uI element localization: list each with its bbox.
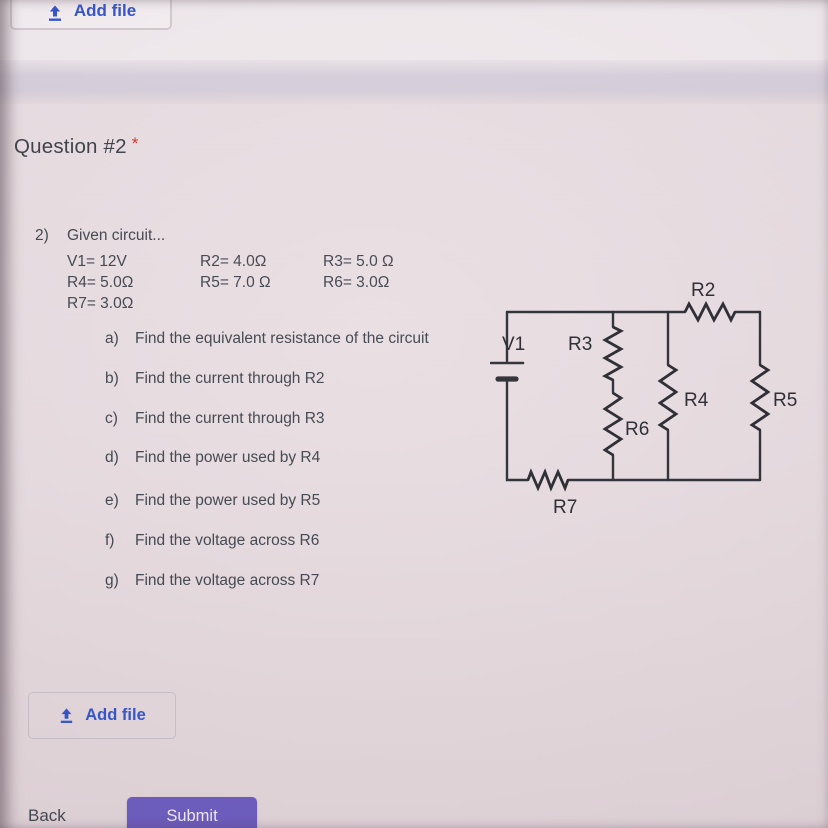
resistor-r5	[749, 363, 771, 432]
label-r6: R6	[625, 419, 649, 440]
question-part: d) Find the power used by R4	[105, 449, 320, 467]
resistor-r7	[526, 468, 570, 492]
resistor-r4	[657, 363, 679, 432]
add-file-label: Add file	[85, 706, 146, 724]
add-file-button-top[interactable]: Add file	[10, 0, 172, 30]
question-title: Question #2*	[14, 134, 139, 159]
value-cell: R6= 3.0Ω	[323, 274, 390, 291]
part-text: Find the current through R3	[135, 410, 325, 427]
label-r3: R3	[568, 334, 592, 355]
part-letter: a)	[105, 330, 119, 347]
question-part: e) Find the power used by R5	[105, 492, 320, 510]
part-text: Find the voltage across R7	[135, 572, 320, 589]
part-text: Find the equivalent resistance of the ci…	[135, 330, 429, 347]
question-intro: Given circuit...	[67, 227, 166, 244]
value-cell: R7= 3.0Ω	[67, 295, 134, 312]
question-part: b) Find the current through R2	[105, 370, 325, 388]
add-file-button[interactable]: Add file	[28, 692, 176, 739]
part-text: Find the current through R2	[135, 370, 325, 387]
question-number: 2)	[35, 227, 49, 244]
question-part: f) Find the voltage across R6	[105, 532, 319, 550]
circuit-diagram: V1 R3 R2 R4 R5 R6 R7	[490, 280, 797, 518]
part-letter: d)	[105, 449, 119, 466]
resistor-r6	[602, 391, 624, 457]
part-text: Find the power used by R4	[135, 449, 321, 466]
label-v1: V1	[502, 334, 525, 355]
circuit-resistors	[526, 300, 771, 492]
value-cell: R5= 7.0 Ω	[200, 274, 271, 291]
value-cell: R2= 4.0Ω	[200, 253, 267, 270]
value-cell: V1= 12V	[67, 253, 127, 270]
question-part: c) Find the current through R3	[105, 410, 325, 428]
question-part: a) Find the equivalent resistance of the …	[105, 330, 429, 348]
required-asterisk: *	[131, 134, 139, 153]
add-file-label: Add file	[73, 1, 137, 20]
value-cell: R3= 5.0 Ω	[323, 253, 394, 270]
part-letter: c)	[105, 410, 118, 427]
part-letter: f)	[105, 532, 115, 549]
value-cell: R4= 5.0Ω	[67, 274, 134, 291]
part-text: Find the voltage across R6	[135, 532, 320, 549]
label-r7: R7	[553, 497, 577, 518]
circuit-wires	[490, 310, 762, 482]
part-letter: g)	[105, 572, 119, 589]
upload-icon	[46, 4, 64, 21]
resistor-r3	[602, 325, 624, 382]
section-divider-band	[0, 60, 828, 104]
submit-label: Submit	[166, 807, 218, 825]
question-title-text: Question #2	[14, 135, 127, 158]
back-button[interactable]: Back	[28, 806, 66, 825]
question-part: g) Find the voltage across R7	[105, 572, 319, 590]
upload-icon	[58, 707, 75, 724]
resistor-r2	[683, 300, 737, 324]
label-r4: R4	[684, 390, 709, 411]
part-letter: b)	[105, 370, 119, 387]
part-letter: e)	[105, 492, 119, 509]
submit-button[interactable]: Submit	[127, 797, 257, 828]
part-text: Find the power used by R5	[135, 492, 321, 509]
label-r5: R5	[773, 390, 797, 411]
label-r2: R2	[691, 280, 715, 301]
